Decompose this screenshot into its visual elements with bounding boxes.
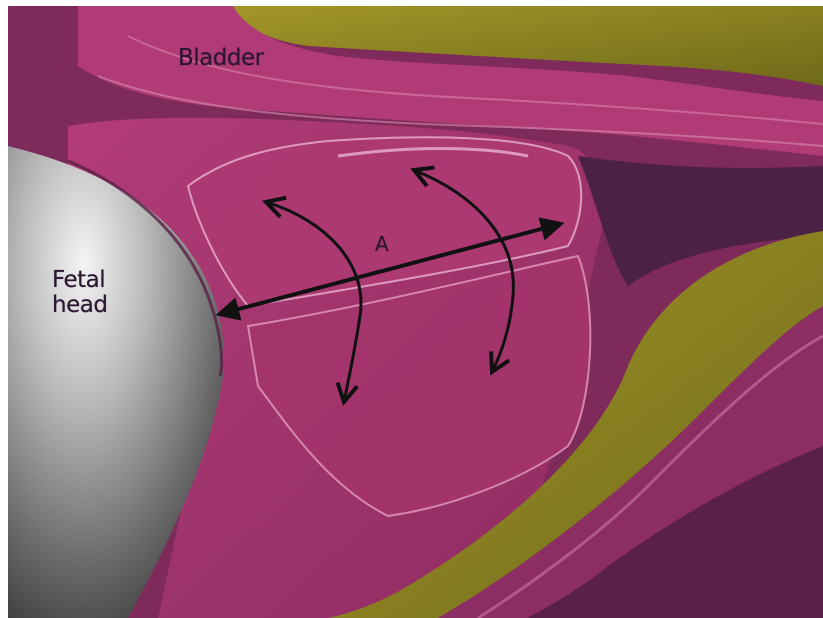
anatomical-illustration: Bladder Fetal head A (8, 6, 823, 618)
illustration-canvas (8, 6, 823, 618)
measurement-label-a: A (375, 232, 388, 257)
fetal-head-label: Fetal head (52, 268, 107, 318)
bladder-label: Bladder (178, 46, 264, 71)
